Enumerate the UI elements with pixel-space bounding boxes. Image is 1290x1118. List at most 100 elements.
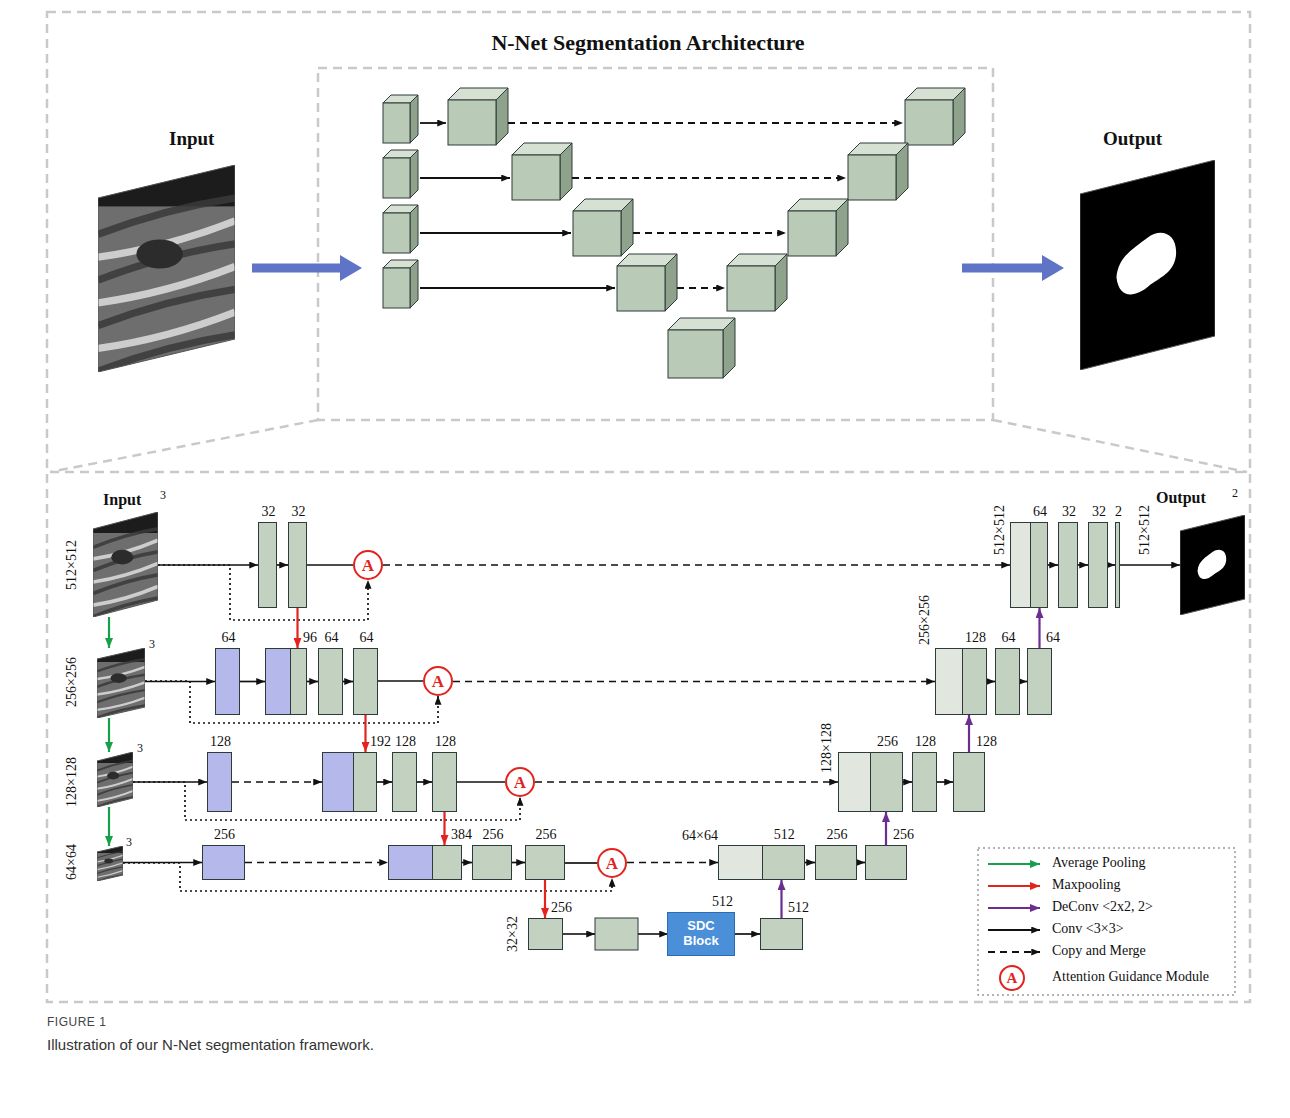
feature-map: 128	[912, 752, 937, 812]
cube-side	[496, 88, 508, 145]
tissue-band	[97, 675, 145, 687]
input-image: 3	[97, 648, 145, 718]
resolution-label: 512×512	[992, 505, 1008, 555]
tissue-band	[98, 244, 235, 280]
guidance-line	[133, 782, 520, 820]
channel-count: 128	[395, 734, 416, 750]
ultrasound-ground	[97, 752, 133, 807]
avgpool-arrow	[108, 718, 110, 752]
cube-side	[953, 88, 965, 145]
cube-front	[383, 213, 410, 253]
feature-map: 32	[1088, 522, 1108, 608]
cube-front	[383, 103, 410, 143]
legend-box	[978, 848, 1235, 995]
attention-module: A	[505, 767, 535, 797]
ultrasound-picture	[97, 752, 133, 807]
image-label: 3	[126, 836, 132, 850]
conv-arrow	[343, 681, 353, 683]
conv-arrow	[1120, 564, 1180, 566]
resolution-label: 256×256	[917, 595, 933, 645]
copy-merge-arrow	[627, 862, 718, 864]
tissue-band	[97, 698, 145, 710]
conv-arrow	[857, 862, 865, 864]
mask-picture	[1080, 160, 1215, 370]
feature-map: 32	[288, 522, 307, 608]
input-image: 3	[97, 752, 133, 807]
channel-count: 256	[536, 827, 557, 843]
legend-symbol: A	[1007, 971, 1018, 986]
conv-arrow	[1020, 681, 1027, 683]
channel-count: 256	[893, 827, 914, 843]
ultrasound-ground	[97, 648, 145, 718]
nodule	[104, 859, 113, 864]
feature-map: 64	[1027, 648, 1052, 715]
image-label: 3	[137, 742, 143, 756]
feature-map: 64	[353, 648, 378, 715]
input-image: Input3	[93, 512, 158, 617]
conv-arrow	[903, 781, 912, 783]
feature-cube	[383, 95, 418, 143]
resolution-label: 64×64	[682, 828, 718, 844]
mask-ground	[1180, 515, 1245, 615]
image-outline	[97, 846, 123, 881]
cube-front	[383, 268, 410, 308]
conv-arrow	[512, 862, 525, 864]
channel-count: 192	[370, 734, 391, 750]
conv-arrow	[1078, 564, 1088, 566]
attention-module: A	[597, 848, 627, 878]
tissue-band	[93, 563, 158, 582]
cube-front	[448, 100, 496, 145]
mask-region	[1198, 550, 1227, 579]
tissue-band	[97, 773, 133, 783]
tissue-band	[97, 779, 133, 789]
feature-cube	[668, 318, 735, 378]
ultrasound-top	[93, 512, 158, 533]
image-outline	[97, 752, 133, 807]
feature-map: 128	[953, 752, 985, 812]
deconv-arrow	[885, 812, 887, 845]
channel-count: 256	[214, 827, 235, 843]
pooled-input-map: 128	[207, 752, 232, 812]
flow-arrow	[962, 264, 1044, 273]
feature-map: 512	[760, 918, 803, 950]
cube-side	[410, 150, 418, 198]
conv-arrow	[457, 781, 505, 783]
conv-arrow	[420, 232, 571, 234]
conv-arrow	[987, 681, 995, 683]
cube-side	[410, 95, 418, 143]
output-mask: Output2	[1180, 515, 1245, 615]
channel-count: 3	[160, 489, 166, 503]
tissue-band	[97, 767, 133, 777]
tissue-band	[98, 198, 235, 234]
figure-caption: Illustration of our N-Net segmentation f…	[47, 1036, 374, 1053]
cube-side	[723, 318, 735, 378]
maxpool-arrow	[443, 812, 445, 845]
image-outline	[1080, 160, 1215, 370]
image-outline	[1180, 515, 1245, 615]
tissue-band	[97, 859, 123, 866]
tissue-band	[93, 552, 158, 571]
cube-front	[383, 158, 410, 198]
feature-map: 256	[525, 845, 565, 880]
feature-map: 128	[392, 752, 417, 812]
copy-arrow	[508, 122, 903, 124]
feature-map: 2	[1115, 522, 1120, 608]
conv-arrow	[378, 680, 423, 682]
legend-sample	[988, 951, 1040, 953]
nodule	[110, 673, 126, 683]
merged-feature-map: 256	[838, 752, 903, 812]
module-label: A	[514, 774, 526, 791]
merged-feature-map: 128	[935, 648, 987, 715]
cube-side	[621, 199, 633, 256]
guidance-line	[158, 565, 368, 620]
conv-arrow	[417, 781, 432, 783]
copy-arrow	[677, 287, 725, 289]
legend-text: Attention Guidance Module	[1052, 969, 1209, 985]
feature-cube	[788, 199, 848, 256]
legend-sample	[1000, 966, 1024, 990]
tissue-band	[97, 855, 123, 862]
attention-module: A	[353, 550, 383, 580]
ultrasound-picture	[93, 512, 158, 617]
channel-count: 64	[1002, 630, 1016, 646]
